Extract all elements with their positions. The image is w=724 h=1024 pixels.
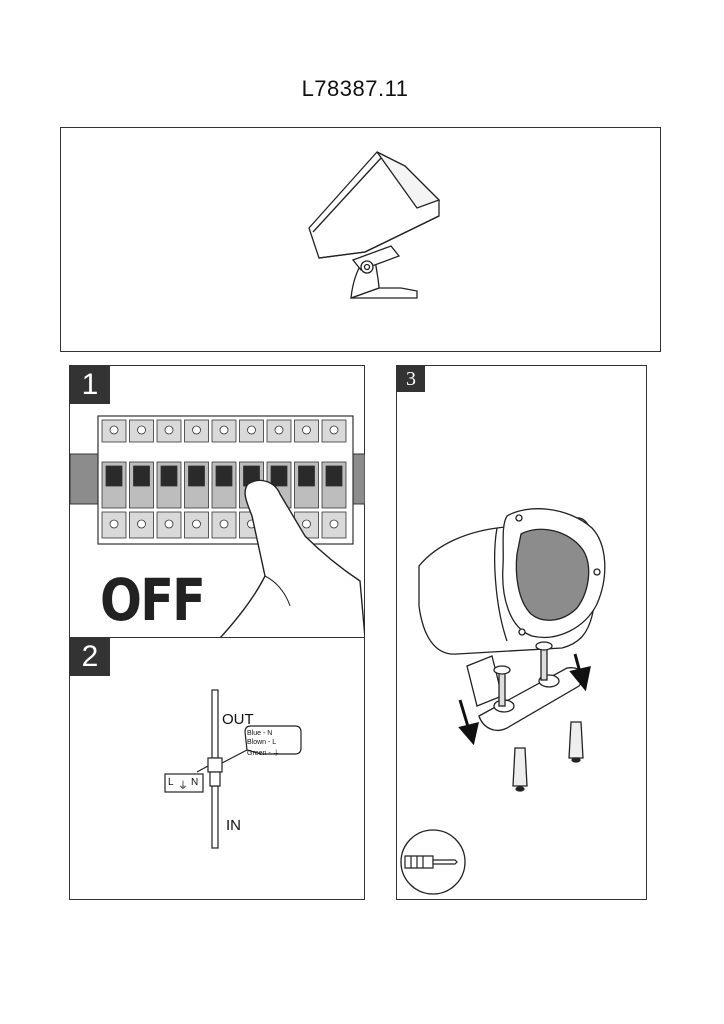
breaker-switch [325,465,343,487]
off-caption: OFF [100,566,206,634]
product-overview-panel [60,127,661,352]
out-label: OUT [222,711,254,728]
terminal-screw [219,425,229,435]
legend-blue: Blue - N [247,730,273,737]
step-divider [69,637,365,638]
breaker-panel-illustration [70,415,365,638]
terminal-label-l: L [168,777,174,788]
step-2-badge: 2 [70,638,110,676]
terminal-screw [302,425,311,435]
terminal-screw [192,425,201,435]
legend-green: Green - ⏚ [247,750,280,757]
terminal-screw [164,519,174,529]
terminal-screw [329,425,339,435]
breaker-switch [133,465,150,487]
step-1-badge: 1 [70,366,110,404]
terminal-screw [192,519,201,529]
terminal-screw [274,425,284,435]
step-3-badge: 3 [397,366,425,392]
terminal-screw [164,425,174,435]
terminal-screw [137,519,146,529]
mounting-illustration [400,508,606,895]
page-title: L78387.11 [301,76,409,101]
breaker-switch [160,465,178,487]
terminal-screw [109,519,119,529]
terminal-screw [219,519,229,529]
product-illustration [308,151,441,299]
terminal-label-n: N [191,777,199,788]
terminal-label-earth: ⏚ [178,781,188,792]
breaker-switch [105,465,123,487]
in-label: IN [226,817,241,834]
wiring-diagram [164,689,302,849]
terminal-screw [247,425,256,435]
terminal-screw [109,425,119,435]
breaker-switch [215,465,233,487]
legend-blown: Blown - L [247,739,277,746]
terminal-screw [302,519,311,529]
breaker-switch [188,465,205,487]
breaker-bottom-terminal [211,511,237,539]
breaker-switch [298,465,315,487]
terminal-screw [137,425,146,435]
breaker-switch [270,465,288,487]
terminal-screw [329,519,339,529]
